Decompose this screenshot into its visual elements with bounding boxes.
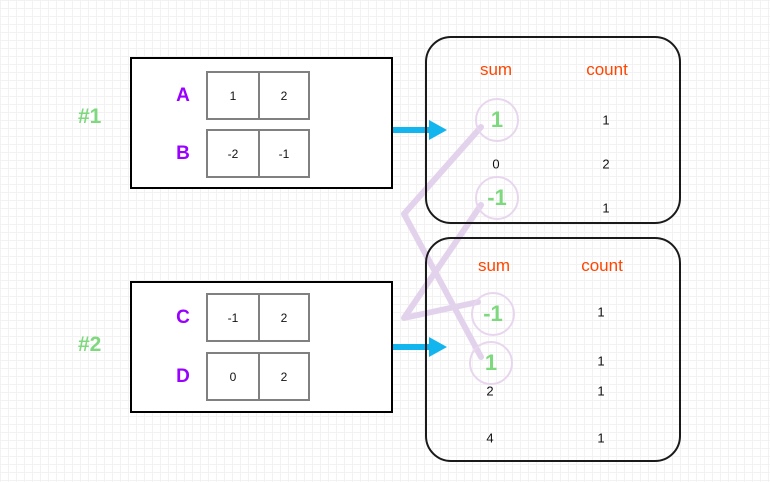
link-top-sum-neg1-to-bottom-neg1 [401, 202, 484, 321]
block-row-b: B -2 -1 [160, 129, 310, 178]
panel-top [425, 36, 681, 224]
cell-d-0: 0 [229, 369, 237, 384]
panel-top-count-row-1: 2 [602, 156, 610, 172]
panel-bottom-sum-row-3: 4 [486, 430, 494, 446]
panel-top-ring-row-0 [475, 98, 519, 142]
group-label-2: #2 [78, 333, 102, 356]
row-letter-a: A [176, 85, 190, 106]
cell-d-1: 2 [258, 354, 308, 399]
row-letter-b: B [176, 143, 190, 164]
panel-bottom-count-row-0: 1 [597, 304, 605, 320]
panel-top-count-row-2: 1 [602, 200, 610, 216]
block-row-a: A 1 2 [160, 71, 310, 120]
panel-bottom [425, 237, 681, 462]
group-label-1: #1 [78, 105, 102, 128]
group-block-2: C -1 2 D 0 2 [130, 281, 393, 413]
panel-top-ring-row-2 [475, 176, 519, 220]
block-row-c: C -1 2 [160, 293, 310, 342]
row-letter-c: C [176, 307, 190, 328]
panel-bottom-sum-row-1: 1 [484, 350, 498, 375]
value-pair-b: -2 -1 [206, 129, 310, 178]
panel-top-header-count: count [586, 60, 628, 79]
cell-c-1: 2 [258, 295, 308, 340]
value-pair-d: 0 2 [206, 352, 310, 401]
cell-b-1: -1 [258, 131, 308, 176]
panel-bottom-header-count: count [581, 256, 623, 275]
panel-bottom-ring-row-1 [469, 341, 513, 385]
panel-top-header-sum: sum [479, 60, 513, 79]
cell-b-0: -2 [227, 146, 239, 161]
panel-top-sum-row-0: 1 [490, 107, 504, 132]
panel-bottom-count-row-2: 1 [597, 383, 605, 399]
cell-c-0: -1 [227, 310, 239, 325]
block-row-d: D 0 2 [160, 352, 310, 401]
panel-top-sum-row-2: -1 [487, 185, 507, 210]
panel-bottom-ring-row-0 [471, 292, 515, 336]
value-pair-c: -1 2 [206, 293, 310, 342]
panel-top-sum-row-1: 0 [492, 156, 500, 172]
row-letter-d: D [176, 366, 190, 387]
panel-bottom-sum-row-0: -1 [483, 301, 503, 326]
cell-a-0: 1 [229, 88, 237, 103]
panel-bottom-count-row-3: 1 [597, 430, 605, 446]
panel-bottom-count-row-1: 1 [597, 353, 605, 369]
panel-bottom-header-sum: sum [477, 256, 511, 275]
panel-top-count-row-0: 1 [602, 112, 610, 128]
panel-bottom-sum-row-2: 2 [486, 383, 494, 399]
value-pair-a: 1 2 [206, 71, 310, 120]
cell-a-1: 2 [258, 73, 308, 118]
group-block-1: A 1 2 B -2 -1 [130, 57, 393, 189]
